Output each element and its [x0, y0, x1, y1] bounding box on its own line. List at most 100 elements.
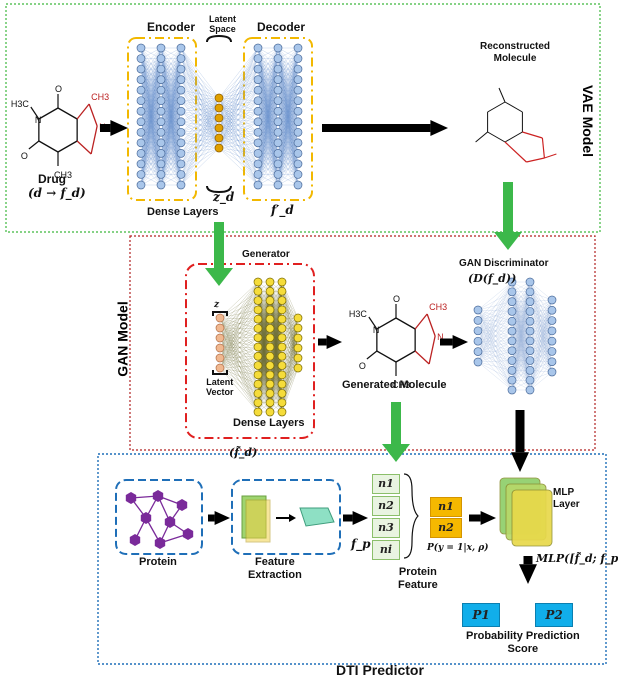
feature-extraction-label: Feature Extraction	[248, 556, 302, 582]
vae-net-neuron	[176, 127, 186, 137]
discriminator-net-edge	[477, 281, 513, 352]
z-brace-bottom	[212, 370, 228, 375]
drug-molecule-bond-red	[76, 140, 92, 155]
discriminator-net-edge	[477, 321, 513, 363]
vae-net-edge	[277, 90, 299, 186]
discriminator-net-neuron	[525, 346, 535, 356]
generated-to-dti-arrow-head	[382, 444, 410, 462]
vae-net-edge	[160, 79, 182, 186]
discriminator-net-edge	[477, 320, 513, 351]
generator-net-neuron	[277, 277, 287, 287]
vae-net-edge	[180, 90, 220, 129]
discriminator-net-edge	[477, 330, 513, 342]
vae-net-neuron	[176, 180, 186, 190]
latent-space-text: Latent Space	[209, 14, 236, 34]
vae-net-neuron	[293, 127, 303, 137]
vae-net-neuron	[176, 85, 186, 95]
drug-label: Drug	[38, 172, 66, 186]
vae-net-neuron	[156, 64, 166, 74]
feature-map-shape	[299, 507, 335, 527]
vae-net-neuron	[156, 159, 166, 169]
discriminator-net-edge	[477, 361, 513, 371]
generator-net-edge	[219, 328, 259, 339]
generator-net-edge	[219, 300, 259, 339]
vae-net-edge	[277, 163, 299, 186]
generator-net-edge	[219, 318, 259, 329]
discriminator-net-edge	[511, 281, 531, 371]
vae-net-edge	[218, 127, 259, 154]
discriminator-net-edge	[477, 330, 513, 351]
generator-net-edge	[281, 337, 299, 369]
vae-net-edge	[218, 117, 259, 143]
f-prime-d-label: f′_d	[271, 203, 294, 217]
drug-molecule-bond-red	[88, 103, 98, 127]
drug-molecule-bond	[57, 107, 78, 120]
vae-net-edge	[218, 127, 259, 133]
reconstructed-bond-red	[522, 131, 543, 139]
discriminator-net-edge	[511, 281, 531, 302]
reconstructed-bond	[487, 131, 506, 143]
generator-net-edge	[281, 346, 299, 369]
vae-net-edge	[160, 47, 182, 80]
vae-net-edge	[180, 90, 220, 109]
vae-net-edge	[160, 142, 182, 186]
vae-net-edge	[160, 100, 182, 186]
generator-net-edge	[281, 328, 299, 359]
discriminator-net-edge	[529, 351, 553, 391]
vae-net-edge	[180, 147, 220, 165]
generator-net-neuron	[277, 361, 287, 370]
vae-net-edge	[180, 97, 220, 143]
vae-net-edge	[218, 107, 259, 133]
generator-net-neuron	[277, 389, 287, 398]
vae-net-edge	[218, 100, 259, 139]
generator-net-neuron	[293, 323, 303, 333]
reconstructed-bond	[504, 101, 523, 113]
generator-net-edge	[219, 317, 259, 413]
decoder-label: Decoder	[257, 20, 306, 34]
reconstructed-text: Reconstructed Molecule	[480, 41, 551, 64]
extraction-to-feature-arrow-head	[352, 511, 368, 525]
vae-net-neuron	[136, 180, 146, 190]
generator-net-neuron	[265, 314, 275, 324]
discriminator-net-edge	[477, 330, 513, 371]
vae-net-neuron	[293, 170, 303, 179]
vae-net-neuron	[136, 117, 146, 127]
vae-net-edge	[257, 142, 279, 186]
vae-net-neuron	[273, 75, 283, 84]
vae-net-edge	[180, 117, 220, 186]
encoder-label: Encoder	[147, 20, 196, 34]
vae-net-edge	[180, 127, 220, 186]
probability-box-p1: P1	[462, 603, 500, 627]
vae-net-neuron	[214, 113, 224, 123]
discriminator-net-edge	[477, 309, 513, 361]
generator-net-edge	[219, 317, 259, 366]
generator-net-neuron	[253, 305, 263, 315]
discriminator-net-edge	[529, 331, 553, 373]
vae-net-neuron	[136, 75, 146, 84]
gan-panel-border	[129, 235, 596, 451]
vae-net-neuron	[176, 117, 186, 127]
vae-net-edge	[160, 153, 182, 186]
vae-net-neuron	[136, 170, 146, 179]
vae-net-edge	[180, 147, 220, 154]
discriminator-net-edge	[477, 301, 513, 331]
reconstructed-bond-red	[526, 157, 545, 163]
generator-net-edge	[269, 281, 283, 310]
drug-feature-n1: n1	[430, 497, 462, 517]
reconstructed-to-discriminator-arrow-head	[494, 232, 522, 250]
vae-net-edge	[180, 79, 220, 149]
vae-net-edge	[218, 137, 259, 186]
discriminator-net-edge	[477, 309, 513, 322]
generator-net-edge	[219, 317, 259, 320]
vae-net-edge	[160, 47, 182, 154]
probability-score-text: Probability Prediction Score	[466, 630, 580, 655]
vae-net-edge	[180, 100, 220, 109]
drug-molecule-bond	[38, 107, 59, 120]
generator-box	[185, 263, 315, 439]
vae-net-edge	[180, 97, 220, 133]
generator-net-neuron	[253, 351, 263, 361]
vae-net-edge	[218, 100, 259, 129]
vae-net-neuron	[136, 54, 146, 63]
generator-net-edge	[219, 347, 259, 357]
vae-net-edge	[140, 153, 162, 186]
